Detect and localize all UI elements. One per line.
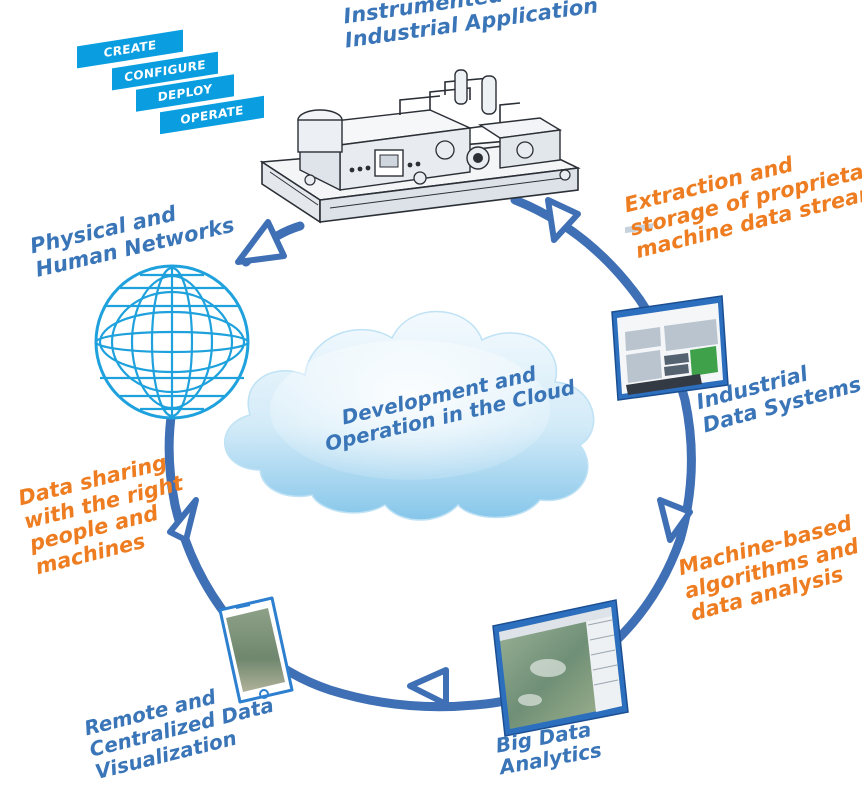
monitor-icon — [611, 223, 729, 401]
phone-icon — [218, 596, 294, 704]
arrow-left — [167, 497, 199, 543]
industrial-machine-icon — [259, 69, 581, 224]
arrow-bottom — [407, 667, 449, 707]
arrow-right — [657, 497, 693, 543]
arrow-top-right — [545, 197, 581, 243]
globe-icon — [94, 264, 250, 420]
flow-arrows — [167, 197, 693, 707]
arrow-top-left — [235, 219, 287, 265]
cloud-icon — [224, 310, 595, 521]
tablet-icon — [492, 599, 629, 737]
